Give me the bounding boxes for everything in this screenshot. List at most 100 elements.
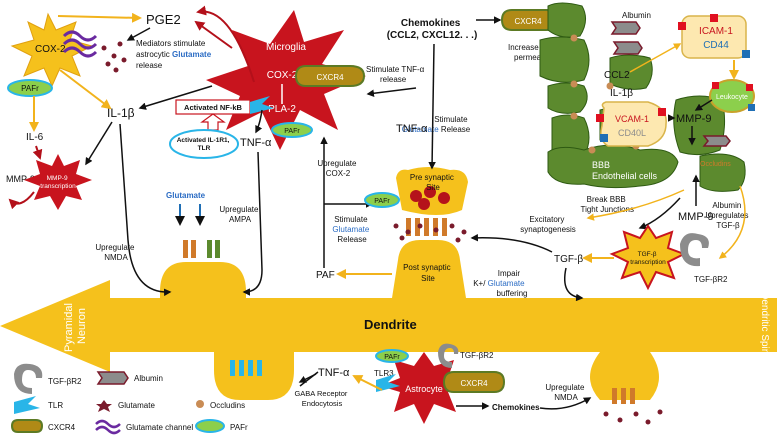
il1b-left-label: IL-1β: [107, 106, 135, 120]
leukocyte-label: Leukocyte: [716, 94, 748, 101]
albumin-upreg-line-2: Upregulates: [705, 211, 748, 220]
tlr3-icon: [376, 374, 400, 392]
mmp9-transcription-star: [24, 154, 92, 210]
microglia-label: Microglia: [266, 42, 306, 53]
arrow-il1b-mmp9: [85, 121, 113, 166]
bbb-line-1: BBB: [592, 160, 610, 170]
il1r1-label: Activated IL-1R1, TLR: [177, 137, 232, 152]
stim-glu-rel-line-1: Stimulate: [334, 215, 368, 224]
bbb-line-2: Endothelial cells: [592, 171, 658, 181]
gaba-line-1: GABA Receptor: [294, 389, 347, 398]
nmda-channel: [183, 240, 188, 258]
arrow-astro-tnfa: [352, 375, 383, 391]
stim-glu-rel-label: Stimulate Glutamate Release: [332, 215, 371, 244]
mmp9-low-label: MMP-9: [678, 211, 713, 223]
tlr3-label: TLR3: [374, 369, 394, 378]
chemokines-label: Chemokines (CCL2, CXCL12. . .): [387, 18, 478, 41]
arrow-tnfa-ampa: [242, 151, 263, 296]
glutamate-left-label: Glutamate: [166, 191, 206, 200]
arrow-microglia-pge2: [194, 20, 233, 49]
tnfa-center-label: TNF-α: [396, 123, 428, 135]
arrow-il6-mmp9: [32, 145, 43, 160]
mmp9-left-label: MMP-9: [6, 174, 35, 184]
cxcr4-bottom-label: CXCR4: [460, 379, 488, 388]
tgfb-trans-line-2: transcription: [630, 259, 666, 266]
legend-albumin-label: Albumin: [134, 374, 163, 383]
arrow-il1b-nmda: [119, 123, 172, 297]
vcam1-label: VCAM-1: [615, 114, 649, 124]
arrow-chemo-presyn: [428, 43, 436, 170]
glutamate-receptor: [415, 218, 420, 236]
cox2-mid-label: COX-2: [267, 70, 298, 81]
arrow-microglia-tnfa: [255, 109, 263, 134]
post-syn-line-1: Post synaptic: [403, 263, 451, 272]
chemokines-line-2: (CCL2, CXCL12. . .): [387, 30, 478, 41]
occludins-small-label: Occludins: [700, 161, 731, 168]
tnfa-mid-label: TNF-α: [240, 137, 272, 149]
upreg-cox2-line-1: Upregulate: [317, 159, 357, 168]
ampa-channel: [207, 240, 212, 258]
glutamate-cluster-center: [393, 223, 467, 243]
legend-tlr-icon: [14, 396, 40, 414]
mediators-line-2b: Glutamate: [172, 50, 212, 59]
pre-syn-line-2: Site: [426, 183, 440, 192]
increase-bbb-line-1: Increase BBB: [508, 43, 557, 52]
legend-pafr-icon: [195, 419, 225, 433]
cd44-label: CD44: [703, 40, 729, 51]
pyramidal-line-2: Neuron: [76, 308, 88, 344]
upreg-cox2-label: Upregulate COX-2: [317, 159, 358, 178]
legend-glutamate-label: Glutamate: [118, 401, 155, 410]
glutamate-receptor: [424, 218, 429, 236]
stim-glu-label: Stimulate Glutamate Release: [402, 115, 471, 134]
upreg-nmda-b-line-2: NMDA: [554, 393, 578, 402]
nfkb-arrow: [200, 113, 226, 131]
legend-tlr-label: TLR: [48, 401, 63, 410]
pafr-center-label: PAFr: [374, 198, 390, 205]
stim-glu-line-3: Release: [441, 125, 471, 134]
legend-occludins-label: Occludins: [210, 401, 245, 410]
pyramidal-neuron-label: Pyramidal Neuron: [63, 300, 88, 352]
pafr-bottom-label: PAFr: [384, 354, 400, 361]
arrow-cox2-pge2: [57, 12, 142, 23]
upreg-nmda-bottom-label: Upregulate NMDA: [545, 383, 586, 402]
pge2-label: PGE2: [146, 12, 181, 27]
microglia-cell: [206, 10, 366, 150]
arrow-pge2-glutamate: [126, 27, 151, 41]
arrow-albumin-tgfb: [718, 185, 746, 259]
pafr-left-label: PAFr: [21, 84, 39, 93]
nmda-receptor-bottom: [621, 388, 626, 404]
tgfbr2-right-label: TGF-βR2: [694, 275, 728, 284]
arrow-tnf-spine: [298, 373, 317, 383]
icam1-label: ICAM-1: [699, 26, 733, 37]
pafr-badge-mid: PAFr: [271, 122, 313, 138]
post-syn-line-2: Site: [421, 274, 435, 283]
mmp9-trans-line-2: transcription: [40, 183, 76, 190]
albumin-upreg-line-3: TGF-β: [716, 221, 740, 230]
increase-bbb-line-2: permeability: [514, 53, 557, 62]
arrow-cox2-il1b: [59, 69, 112, 110]
albumin-top-label: Albumin: [622, 11, 651, 20]
mediators-line-2a: astrocytic: [136, 50, 172, 59]
arrow-tgfb-presyn: [470, 234, 553, 253]
pre-synaptic-terminal: [396, 167, 468, 215]
albumin-shape: [702, 135, 731, 147]
stim-glu-rel-line-3: Release: [337, 235, 367, 244]
vcam1-box: VCAM-1 CD40L: [596, 101, 667, 147]
tgfb-transcription-star: [609, 224, 687, 291]
upreg-nmda-line-2: NMDA: [104, 253, 128, 262]
upreg-ampa-line-1: Upregulate: [219, 205, 259, 214]
gaba-receptor: [230, 360, 235, 376]
legend-albumin-icon: [96, 371, 129, 385]
impair-line-4: buffering: [497, 289, 528, 298]
upregulate-ampa-label: Upregulate AMPA: [219, 205, 260, 224]
glutamate-receptor: [406, 218, 411, 236]
dendrite-bar: [0, 280, 777, 372]
post-synaptic-label: Post synaptic Site: [403, 263, 453, 283]
nmda-channel: [191, 240, 196, 258]
tgfb-transcription-label: TGF-β transcription: [630, 251, 666, 266]
mediators-line-3: release: [136, 61, 163, 70]
glutamate-receptor: [442, 218, 447, 236]
gaba-receptor: [239, 360, 244, 376]
tgfbr2-bottom-icon: [438, 343, 459, 368]
mmp9-right-label: MMP-9: [676, 113, 711, 125]
